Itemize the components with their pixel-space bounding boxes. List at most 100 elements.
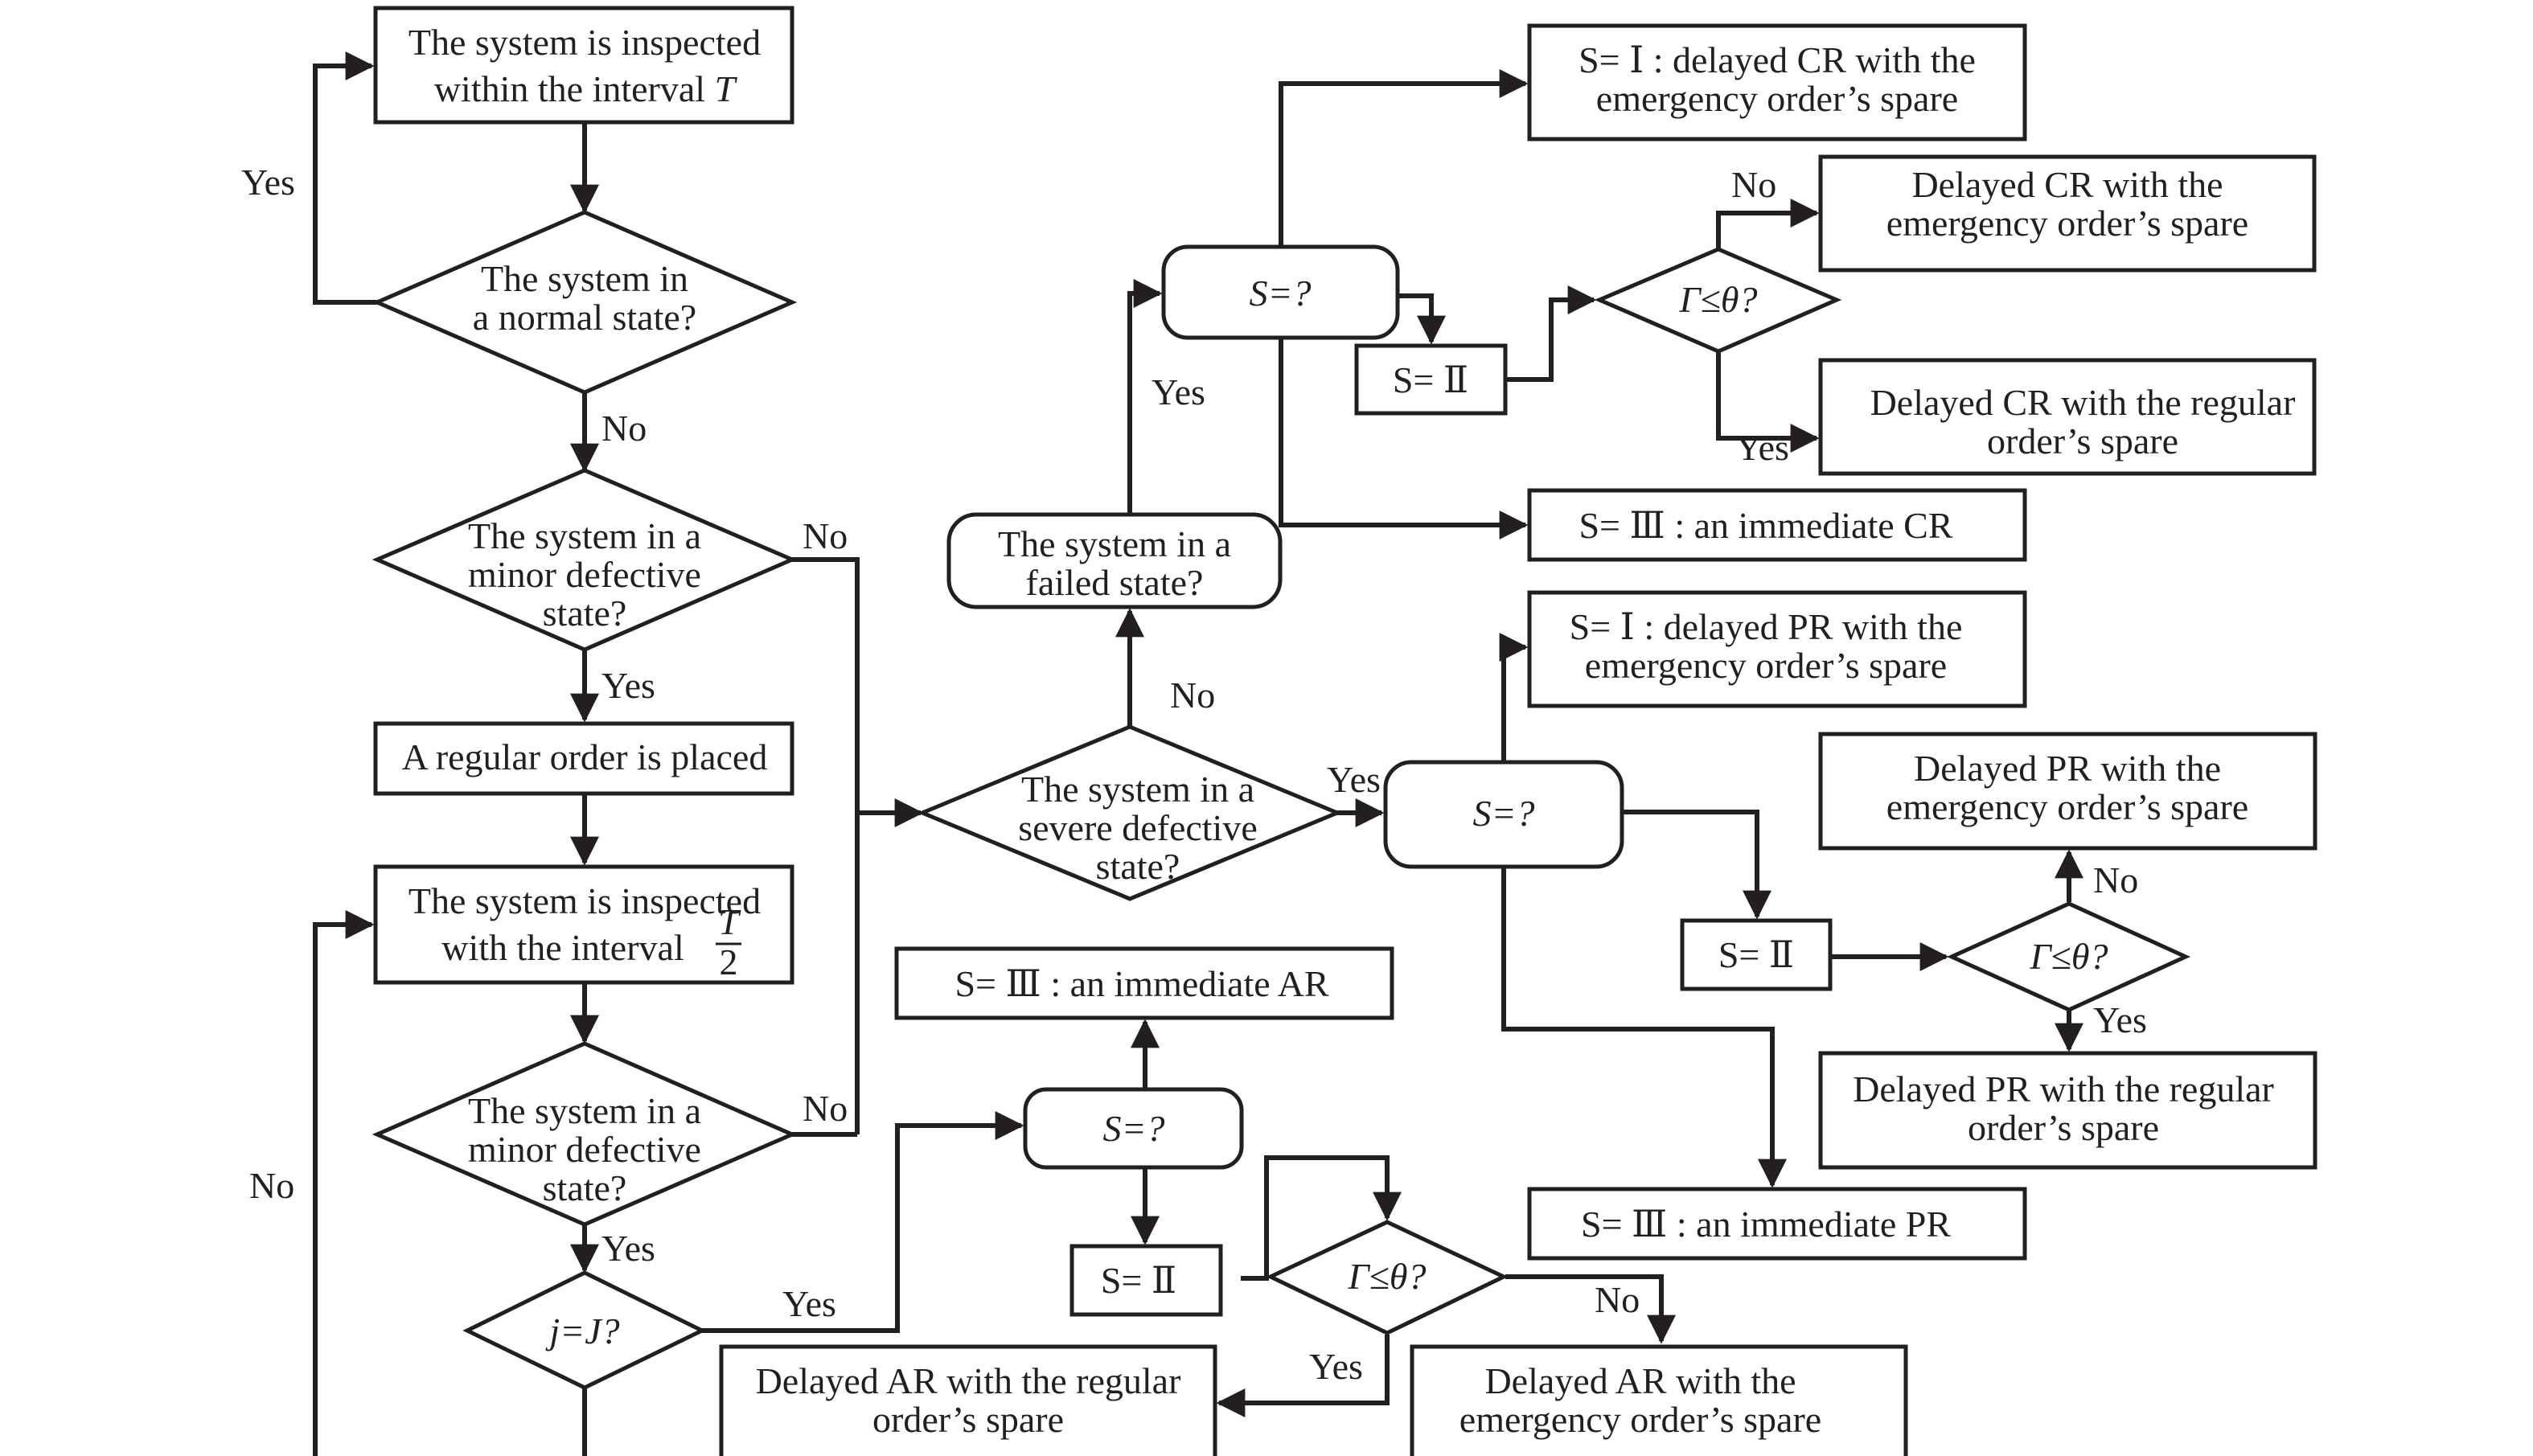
node-text: Γ≤θ?: [1678, 279, 1757, 320]
edge-cr-gamma-yes: [1716, 351, 1820, 453]
edge-ar-gamma-no: [1505, 1274, 1676, 1344]
node-text: The system in a: [468, 1090, 701, 1131]
node-text: state?: [1096, 846, 1180, 887]
decision-pr-s: S=?: [1383, 760, 1624, 869]
node-text: S= Ⅱ: [1101, 1260, 1176, 1301]
node-text: A regular order is placed: [402, 736, 768, 777]
fraction-numerator: T: [718, 901, 741, 942]
edge-cr-s2-gamma: [1505, 285, 1597, 382]
node-text: The system in a: [998, 523, 1231, 564]
node-ar-s2: S= Ⅱ: [1069, 1244, 1223, 1317]
edge-minor1-no: [792, 557, 860, 1134]
edge-cr-gamma-no: [1716, 199, 1820, 249]
node-text: state?: [543, 1167, 627, 1208]
node-cr-s1: S= Ⅰ : delayed CR with the emergency ord…: [1527, 23, 2027, 141]
label-jJ-yes: Yes: [782, 1283, 836, 1324]
decision-j-equals-J: j=J?: [462, 1270, 707, 1390]
edge-failed-yes: [1127, 279, 1163, 515]
node-text: order’s spare: [1987, 420, 2178, 461]
edge-jJ-yes: [702, 1111, 1024, 1333]
node-pr-s2: S= Ⅱ: [1680, 918, 1833, 991]
label-minor2-no: No: [803, 1088, 848, 1129]
node-text: S=?: [1249, 273, 1311, 314]
node-text: severe defective: [1018, 807, 1258, 848]
fraction-denominator: 2: [720, 941, 738, 982]
node-text: Delayed CR with the regular: [1870, 382, 2296, 423]
node-text: S=?: [1102, 1108, 1164, 1149]
node-cr-emergency: Delayed CR with the emergency order’s sp…: [1818, 154, 2317, 273]
label-jJ-no: No: [249, 1165, 294, 1206]
edge-pr-s1: [1499, 633, 1529, 762]
label-normal-yes: Yes: [241, 162, 295, 203]
decision-minor-defective-1: The system in a minor defective state?: [372, 468, 798, 652]
label-cr-gamma-no: No: [1731, 164, 1776, 205]
node-text: Delayed PR with the regular: [1853, 1068, 2274, 1109]
decision-failed-state: The system in a failed state?: [946, 512, 1283, 609]
node-text: Delayed AR with the: [1484, 1360, 1796, 1401]
node-text: emergency order’s spare: [1585, 645, 1947, 686]
node-text: The system in a: [1021, 769, 1254, 810]
node-text: S= Ⅰ : delayed PR with the: [1570, 606, 1963, 647]
node-text: a normal state?: [473, 297, 696, 338]
edge-labels: Yes No No Yes No Yes No Yes No Yes Yes N…: [241, 162, 2147, 1387]
edge-normal-yes-loop: [313, 51, 377, 305]
edge-pr-s2: [1622, 810, 1771, 920]
node-text: minor defective: [468, 554, 701, 595]
edge-cr-s3: [1279, 338, 1529, 539]
label-pr-gamma-yes: Yes: [2093, 999, 2147, 1040]
node-text: emergency order’s spare: [1459, 1399, 1821, 1440]
node-text: Γ≤θ?: [2029, 936, 2108, 977]
label-minor2-yes: Yes: [601, 1228, 655, 1269]
label-pr-gamma-no: No: [2093, 859, 2138, 900]
node-text: S= Ⅲ : an immediate CR: [1579, 505, 1952, 546]
connectors: [313, 51, 2083, 1456]
node-text: The system is inspected: [408, 880, 761, 921]
node-ar-regular: Delayed AR with the regular order’s spar…: [719, 1344, 1217, 1456]
node-text: failed state?: [1026, 562, 1204, 603]
node-pr-s1: S= Ⅰ : delayed PR with the emergency ord…: [1527, 590, 2027, 708]
edge-cr-s1: [1279, 69, 1529, 247]
node-cr-regular: Delayed CR with the regular order’s spar…: [1818, 358, 2317, 476]
node-text: emergency order’s spare: [1596, 78, 1958, 119]
node-text: The system in a: [468, 515, 701, 556]
node-text: with the interval: [441, 927, 684, 968]
node-text: Delayed AR with the regular: [756, 1360, 1181, 1401]
node-text: within the interval: [434, 68, 715, 109]
node-text: The system in: [481, 258, 688, 299]
decision-cr-gamma: Γ≤θ?: [1594, 247, 1842, 354]
label-minor1-yes: Yes: [601, 665, 655, 706]
decision-cr-s: S=?: [1161, 244, 1400, 340]
decision-ar-gamma: Γ≤θ?: [1266, 1220, 1509, 1335]
node-text: Delayed CR with the: [1911, 164, 2223, 205]
label-ar-gamma-yes: Yes: [1309, 1346, 1363, 1387]
edge-ar-s2-gamma: [1241, 1155, 1402, 1281]
node-text: S=?: [1472, 793, 1534, 834]
label-severe-yes: Yes: [1327, 759, 1381, 800]
label-minor1-no: No: [803, 515, 848, 556]
node-text: emergency order’s spare: [1886, 786, 2248, 827]
node-ar-s3: S= Ⅲ : an immediate AR: [894, 946, 1394, 1020]
node-text: S= Ⅲ : an immediate AR: [954, 963, 1328, 1004]
decision-pr-gamma: Γ≤θ?: [1946, 901, 2191, 1012]
node-text: minor defective: [468, 1129, 701, 1170]
decision-minor-defective-2: The system in a minor defective state?: [372, 1041, 798, 1227]
node-text: S= Ⅰ : delayed CR with the: [1579, 39, 1976, 80]
node-pr-regular: Delayed PR with the regular order’s spar…: [1818, 1051, 2317, 1170]
node-inspect-interval-t: The system is inspected within the inter…: [373, 6, 794, 125]
svg-text:The system is inspected: The system is inspected: [408, 22, 761, 63]
node-regular-order: A regular order is placed: [373, 721, 794, 796]
node-cr-s3: S= Ⅲ : an immediate CR: [1527, 488, 2027, 562]
node-ar-emergency: Delayed AR with the emergency order’s sp…: [1410, 1344, 1908, 1456]
edge-pr-s3: [1501, 867, 1787, 1188]
node-cr-s2: S= Ⅱ: [1354, 343, 1508, 416]
node-text: order’s spare: [872, 1399, 1064, 1440]
decision-ar-s: S=?: [1023, 1087, 1244, 1170]
svg-text:within the interval T: within the interval T: [434, 68, 738, 109]
node-text-var: T: [715, 68, 738, 109]
label-normal-no: No: [601, 408, 647, 449]
node-text: S= Ⅱ: [1718, 934, 1794, 975]
edge-ar-gamma-yes: [1216, 1335, 1390, 1417]
node-text: Γ≤θ?: [1347, 1256, 1426, 1297]
node-text: S= Ⅲ : an immediate PR: [1581, 1204, 1951, 1245]
